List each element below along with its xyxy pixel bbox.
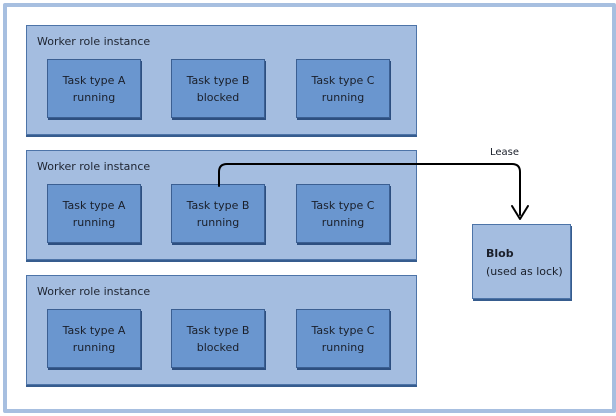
task-a-box: Task type A running xyxy=(47,59,141,118)
task-a-box: Task type A running xyxy=(47,309,141,368)
instance-label: Worker role instance xyxy=(37,35,151,48)
task-status: running xyxy=(72,340,116,354)
task-status: running xyxy=(321,215,365,229)
task-name: Task type B xyxy=(186,323,250,337)
task-name: Task type B xyxy=(186,198,250,212)
lease-label: Lease xyxy=(490,147,520,158)
worker-role-instance-3: Worker role instance Task type A running… xyxy=(26,275,417,385)
task-status: running xyxy=(72,215,116,229)
task-name: Task type B xyxy=(186,73,250,87)
task-name: Task type A xyxy=(62,73,126,87)
blob-box: Blob (used as lock) xyxy=(472,224,571,299)
task-status: running xyxy=(72,90,116,104)
task-status: running xyxy=(196,215,240,229)
task-status: blocked xyxy=(196,90,240,104)
task-status: blocked xyxy=(196,340,240,354)
task-c-box: Task type C running xyxy=(296,59,390,118)
task-status: running xyxy=(321,340,365,354)
worker-role-instance-1: Worker role instance Task type A running… xyxy=(26,25,417,135)
task-name: Task type A xyxy=(62,198,126,212)
task-status: running xyxy=(321,90,365,104)
blob-subtitle: (used as lock) xyxy=(486,265,563,278)
task-name: Task type C xyxy=(311,73,375,87)
worker-role-instance-2: Worker role instance Task type A running… xyxy=(26,150,417,260)
instance-label: Worker role instance xyxy=(37,160,151,173)
instance-label: Worker role instance xyxy=(37,285,151,298)
task-b-box: Task type B running xyxy=(171,184,265,243)
task-b-box: Task type B blocked xyxy=(171,59,265,118)
task-c-box: Task type C running xyxy=(296,309,390,368)
blob-title: Blob xyxy=(486,247,514,260)
task-b-box: Task type B blocked xyxy=(171,309,265,368)
task-name: Task type C xyxy=(311,323,375,337)
diagram-frame xyxy=(3,3,616,413)
task-a-box: Task type A running xyxy=(47,184,141,243)
task-name: Task type A xyxy=(62,323,126,337)
task-name: Task type C xyxy=(311,198,375,212)
task-c-box: Task type C running xyxy=(296,184,390,243)
